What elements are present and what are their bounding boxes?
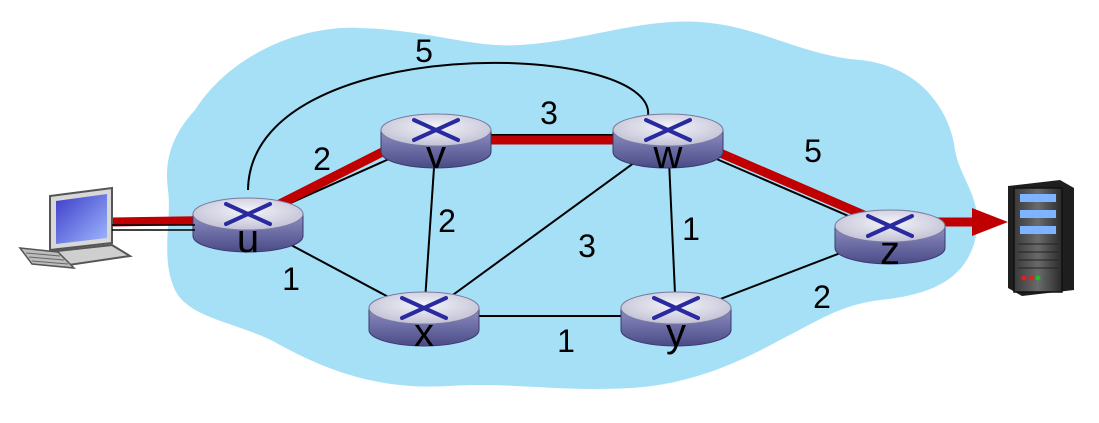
router-y: y <box>620 291 732 355</box>
router-w: w <box>612 113 724 177</box>
router-icon <box>380 113 492 169</box>
link-cost-u-x: 1 <box>282 261 300 297</box>
router-label: u <box>237 217 259 261</box>
router-icon <box>612 113 724 169</box>
server-icon <box>1008 180 1074 296</box>
router-icon <box>192 197 304 253</box>
router-label: x <box>414 311 434 355</box>
link-cost-u-v: 2 <box>313 141 331 177</box>
router-icon <box>368 291 480 347</box>
router-x: x <box>368 291 480 355</box>
link-u-w <box>247 61 650 191</box>
router-label: y <box>666 311 686 355</box>
router-icon <box>834 209 946 265</box>
router-label: w <box>653 133 683 177</box>
link-cost-w-y: 1 <box>682 211 700 247</box>
link-cost-w-z: 5 <box>804 133 822 169</box>
link-cost-y-z: 2 <box>813 279 831 315</box>
link-cost-x-w: 3 <box>578 228 596 264</box>
link-cost-x-y: 1 <box>557 323 575 359</box>
router-label: z <box>880 229 900 273</box>
router-z: z <box>834 209 946 273</box>
router-u: u <box>192 197 304 261</box>
laptop-icon <box>18 186 133 269</box>
network-cloud <box>167 21 978 389</box>
link-cost-v-x: 2 <box>438 203 456 239</box>
link-x-w <box>423 137 669 317</box>
router-icon <box>620 291 732 347</box>
router-label: v <box>426 133 446 177</box>
link-cost-u-w: 5 <box>415 33 433 69</box>
path-arrowhead <box>972 208 1008 236</box>
router-v: v <box>380 113 492 177</box>
link-cost-v-w: 3 <box>540 95 558 131</box>
